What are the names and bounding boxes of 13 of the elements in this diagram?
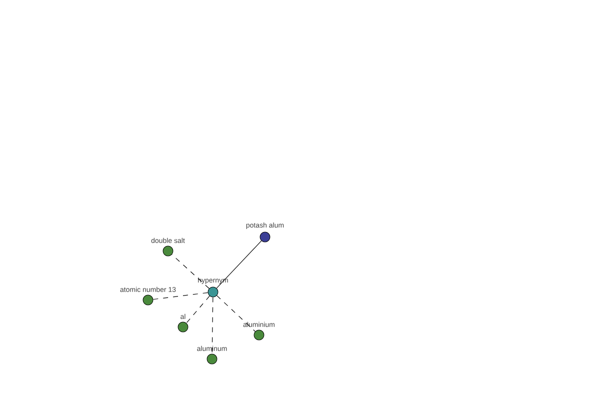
connector-line: [216, 295, 256, 332]
graph-node: [208, 286, 218, 298]
graph-node: [254, 330, 264, 340]
connector-line: [186, 296, 210, 324]
graph-node: [142, 294, 154, 306]
connector-line: [212, 296, 214, 354]
connector-line: [172, 254, 210, 289]
connector-line: [152, 292, 208, 300]
graph-node: [260, 232, 270, 242]
connector-line: [216, 240, 262, 288]
graph-node: [162, 246, 174, 256]
graph-node: [206, 354, 218, 364]
graph-node: [178, 322, 188, 332]
